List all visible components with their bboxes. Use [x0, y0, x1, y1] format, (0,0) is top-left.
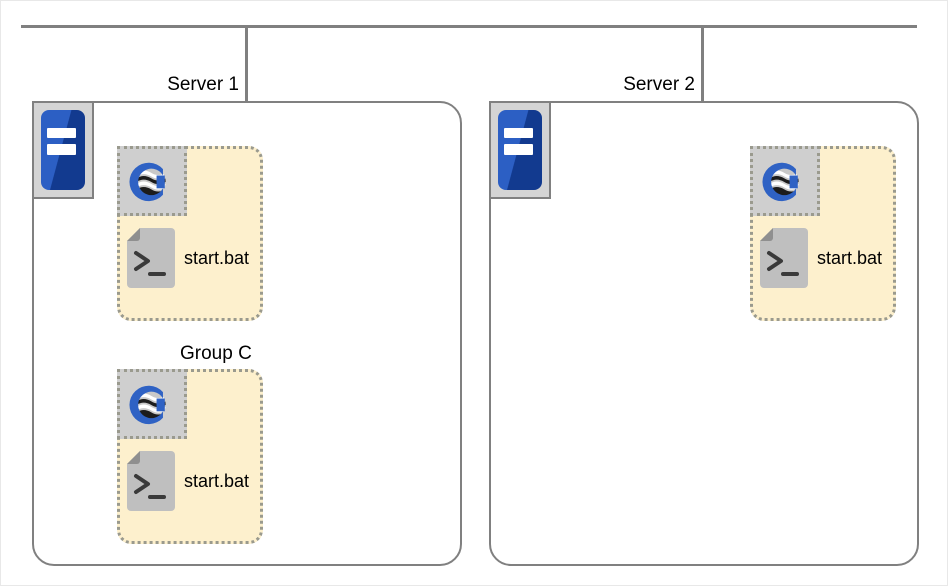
- network-bus-line: [21, 25, 917, 28]
- server-bay-bar: [47, 144, 77, 155]
- server-icon: [32, 101, 94, 199]
- server-1-label: Server 1: [167, 74, 239, 95]
- server-1-panel[interactable]: Group A: [32, 101, 462, 566]
- gatling-logo-icon: [117, 369, 187, 439]
- bat-file-icon: [127, 451, 175, 511]
- server-2-label: Server 2: [623, 74, 695, 95]
- network-drop-line-server-1: [245, 25, 248, 103]
- group-b-box[interactable]: start.bat: [750, 146, 896, 321]
- server-bay-bar: [47, 127, 77, 138]
- gatling-logo-icon: [750, 146, 820, 216]
- group-c-box[interactable]: start.bat: [117, 369, 263, 544]
- group-c-label: Group C: [180, 343, 252, 364]
- server-chassis: [41, 110, 85, 190]
- file-name-label: start.bat: [184, 471, 250, 491]
- server-icon: [489, 101, 551, 199]
- network-drop-line-server-2: [701, 25, 704, 103]
- server-2-panel[interactable]: Group B: [489, 101, 919, 566]
- server-bay-bar: [504, 144, 534, 155]
- gatling-logo-icon: [117, 146, 187, 216]
- file-entry[interactable]: start.bat: [126, 227, 249, 289]
- server-chassis: [498, 110, 542, 190]
- server-bay-bar: [504, 127, 534, 138]
- file-name-label: start.bat: [184, 248, 250, 268]
- file-name-label: start.bat: [817, 248, 883, 268]
- bat-file-icon: [127, 228, 175, 288]
- bat-file-icon: [760, 228, 808, 288]
- group-a-box[interactable]: start.bat: [117, 146, 263, 321]
- file-entry[interactable]: start.bat: [126, 450, 249, 512]
- file-entry[interactable]: start.bat: [759, 227, 882, 289]
